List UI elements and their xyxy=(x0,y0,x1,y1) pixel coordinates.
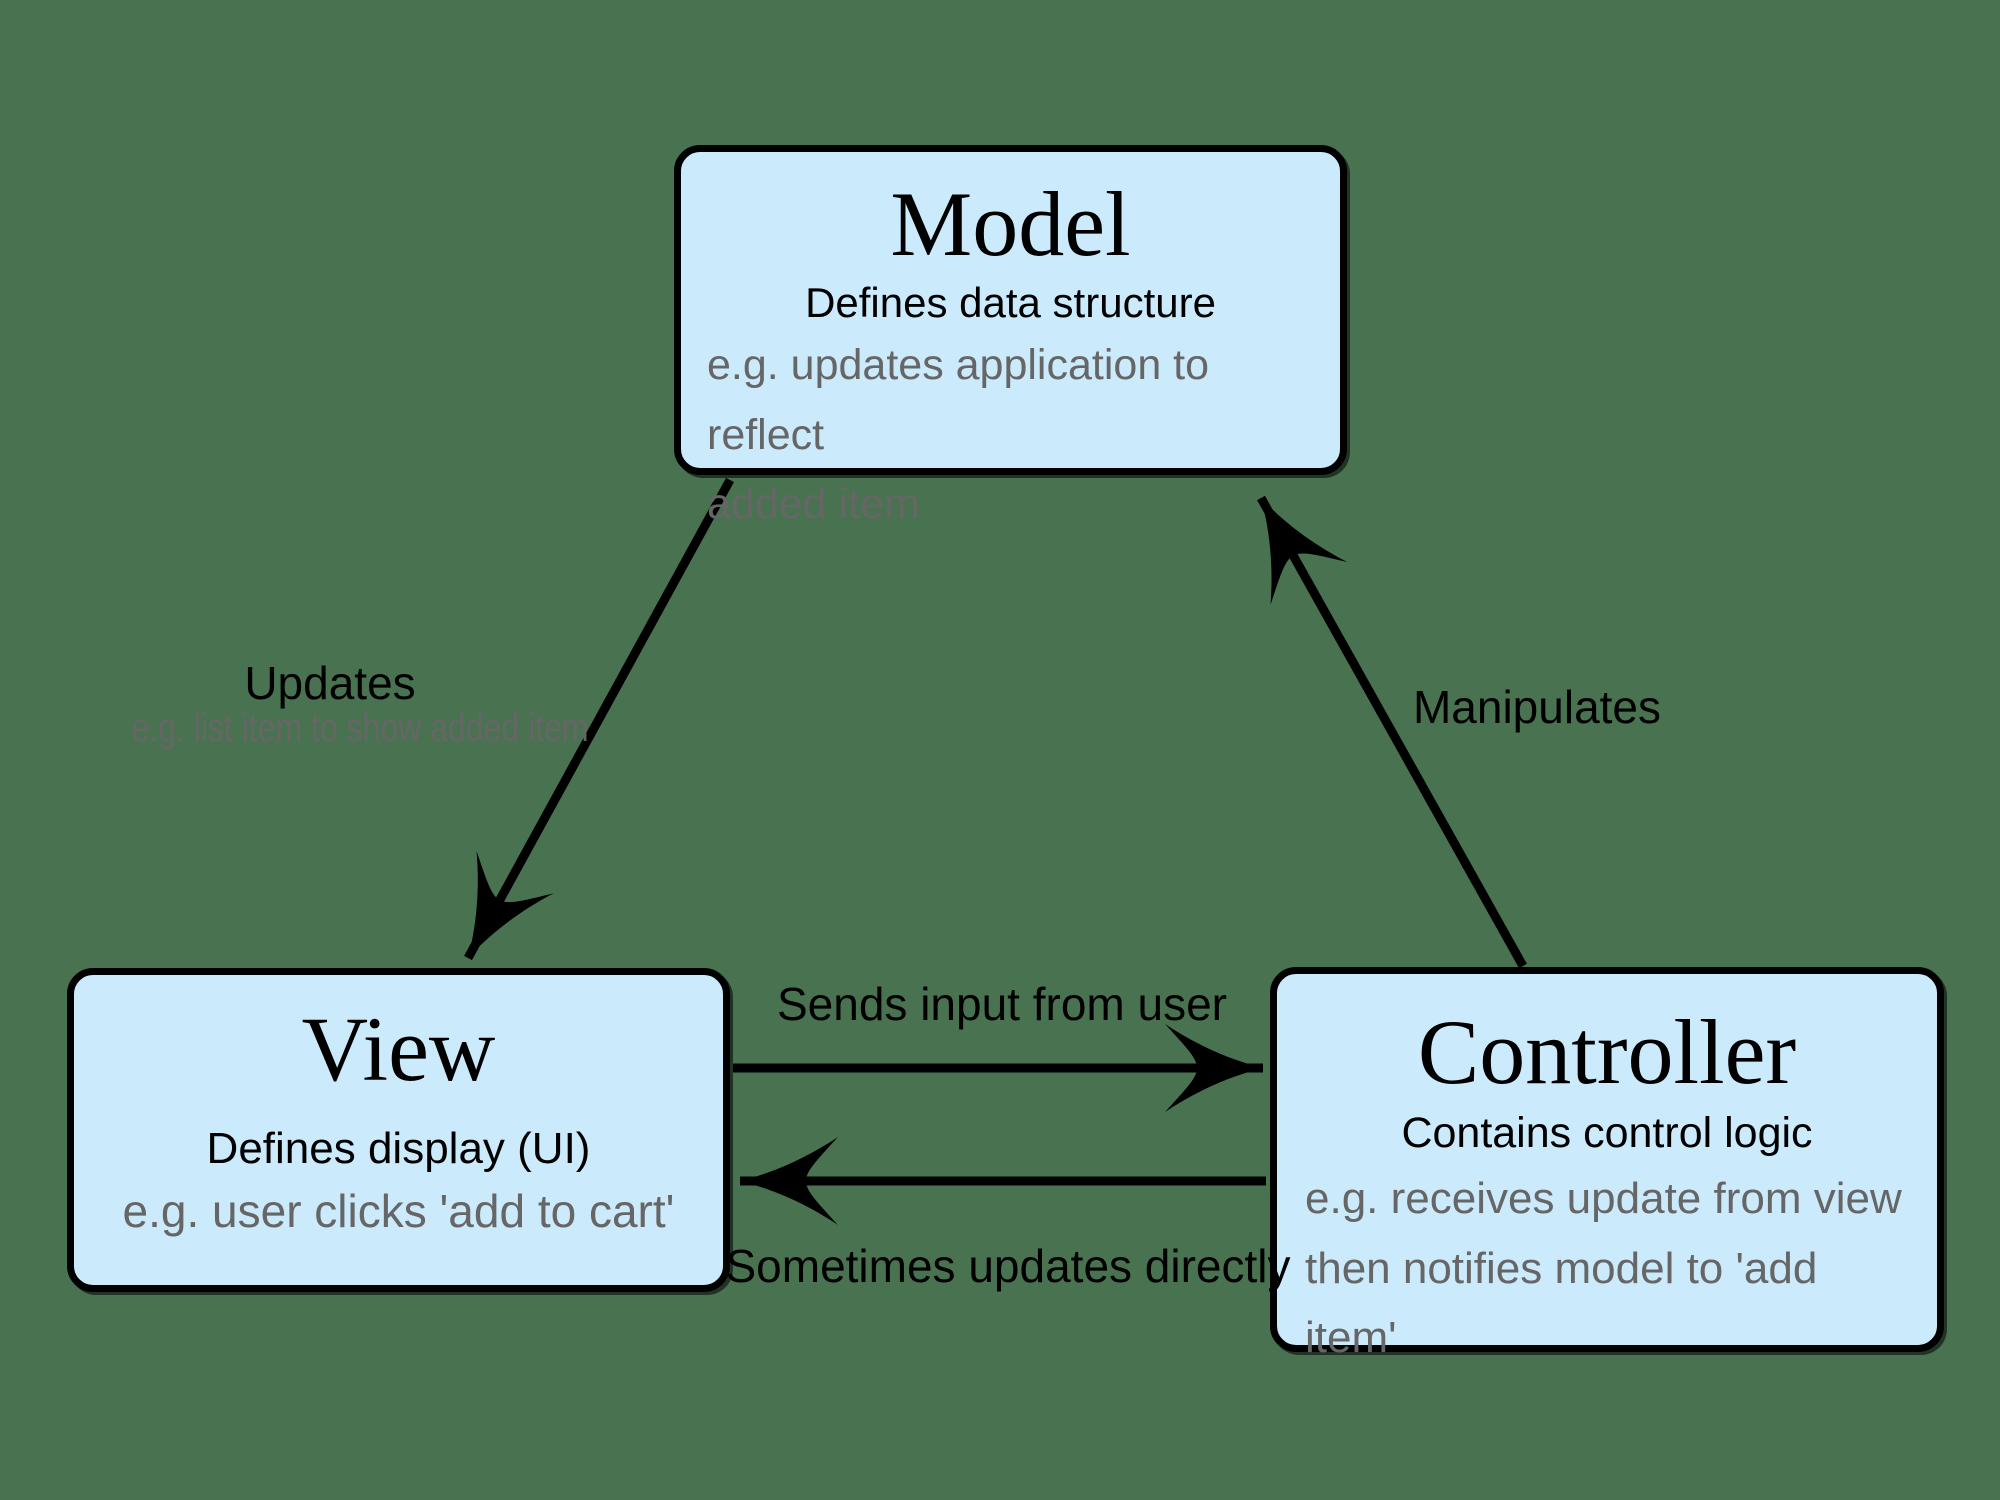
model-subtitle: Defines data structure xyxy=(805,278,1216,326)
updates-arrow xyxy=(464,477,734,961)
sends-input-label: Sends input from user xyxy=(776,978,1228,1030)
controller-example: e.g. receives update from view then noti… xyxy=(1305,1174,1902,1363)
manipulates-label: Manipulates xyxy=(1412,681,1662,733)
view-example: e.g. user clicks 'add to cart' xyxy=(122,1185,675,1238)
view-box: View Defines display (UI) e.g. user clic… xyxy=(67,968,730,1292)
updates-label: Updates xyxy=(244,657,416,709)
view-subtitle: Defines display (UI) xyxy=(206,1123,591,1173)
model-box: Model Defines data structure e.g. update… xyxy=(674,145,1347,528)
controller-subtitle: Contains control logic xyxy=(1401,1108,1813,1157)
view-title: View xyxy=(301,998,496,1100)
controller-box: Controller Contains control logic e.g. r… xyxy=(1270,967,1944,1362)
model-example: e.g. updates application to reflect adde… xyxy=(707,340,1210,529)
manipulates-arrow xyxy=(1257,495,1527,969)
controller-title: Controller xyxy=(1417,1001,1797,1103)
updates-sublabel: e.g. list item to show added item xyxy=(131,706,589,750)
model-title: Model xyxy=(890,173,1131,275)
sometimes-updates-label: Sometimes updates directly xyxy=(725,1240,1291,1292)
